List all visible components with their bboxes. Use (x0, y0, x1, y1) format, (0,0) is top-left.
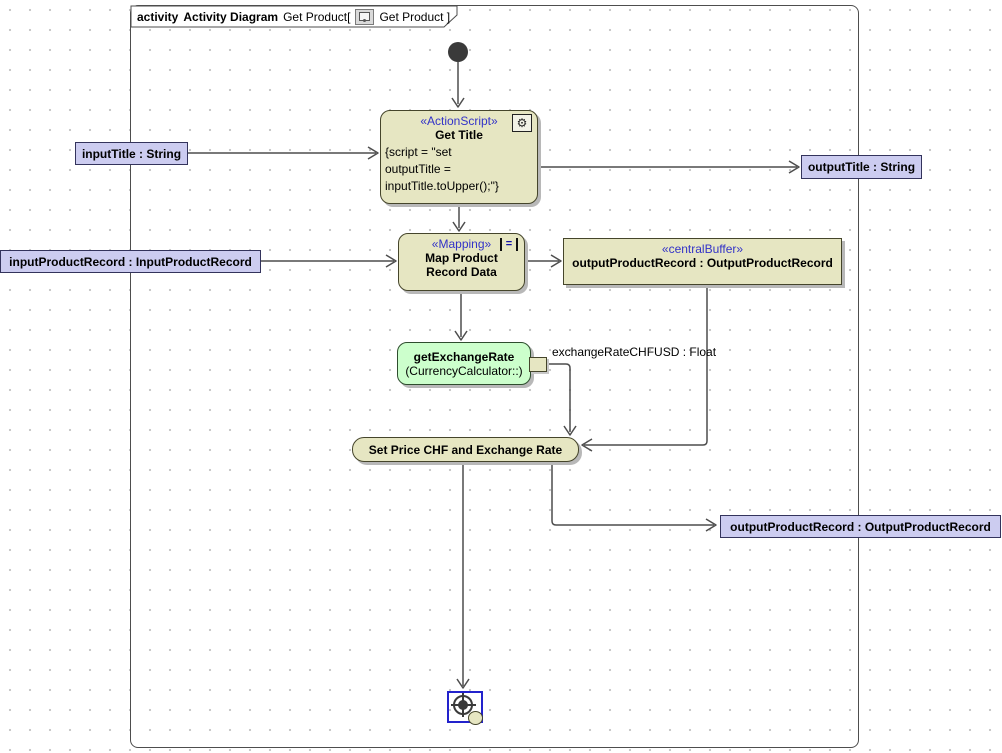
frame-type: Activity Diagram (183, 10, 279, 24)
action-get-title[interactable]: «ActionScript» Get Title {script = "set … (380, 110, 538, 204)
get-title-stereotype: «ActionScript» (420, 114, 498, 128)
frame-name-close: Get Product ] (379, 10, 451, 24)
gear-icon: ⚙ (512, 114, 532, 132)
activity-frame (130, 5, 859, 748)
final-node-selection[interactable] (447, 691, 483, 725)
get-title-name: Get Title (435, 128, 483, 142)
mapping-name-line1: Map Product (425, 251, 498, 265)
activity-diagram-icon (355, 9, 375, 25)
get-exchange-rate-parent: (CurrencyCalculator::) (405, 363, 523, 378)
mapping-icon: = (500, 238, 518, 251)
crosshair-icon-vertical (462, 693, 464, 717)
parameter-input-product-record[interactable]: inputProductRecord : InputProductRecord (0, 250, 261, 273)
output-pin-label: exchangeRateCHFUSD : Float (552, 345, 717, 359)
frame-kind: activity (137, 10, 179, 24)
script-line-1: {script = "set (385, 145, 452, 159)
action-map-product-record-data[interactable]: «Mapping» Map Product Record Data = (398, 233, 525, 291)
frame-tab-label: activity Activity Diagram Get Product[ G… (137, 9, 450, 25)
script-line-3: inputTitle.toUpper();"} (385, 179, 499, 193)
get-exchange-rate-name: getExchangeRate (413, 349, 515, 364)
set-price-name: Set Price CHF and Exchange Rate (368, 442, 563, 457)
script-line-2: outputTitle = (385, 162, 451, 176)
initial-node[interactable] (448, 42, 468, 62)
drag-badge-icon (468, 711, 483, 725)
central-buffer-node[interactable]: «centralBuffer» outputProductRecord : Ou… (563, 238, 842, 285)
action-get-exchange-rate[interactable]: getExchangeRate (CurrencyCalculator::) (397, 342, 531, 385)
get-title-script: {script = "set outputTitle = inputTitle.… (381, 142, 499, 195)
frame-name-open: Get Product[ (283, 10, 351, 24)
mapping-name-line2: Record Data (426, 265, 497, 279)
central-buffer-name: outputProductRecord : OutputProductRecor… (572, 256, 833, 270)
mapping-stereotype: «Mapping» (431, 237, 492, 251)
action-set-price[interactable]: Set Price CHF and Exchange Rate (352, 437, 579, 462)
central-buffer-stereotype: «centralBuffer» (661, 242, 744, 256)
output-pin[interactable] (529, 357, 547, 372)
parameter-output-product-record[interactable]: outputProductRecord : OutputProductRecor… (720, 515, 1001, 538)
parameter-output-title[interactable]: outputTitle : String (801, 155, 922, 179)
parameter-input-title[interactable]: inputTitle : String (75, 142, 188, 165)
